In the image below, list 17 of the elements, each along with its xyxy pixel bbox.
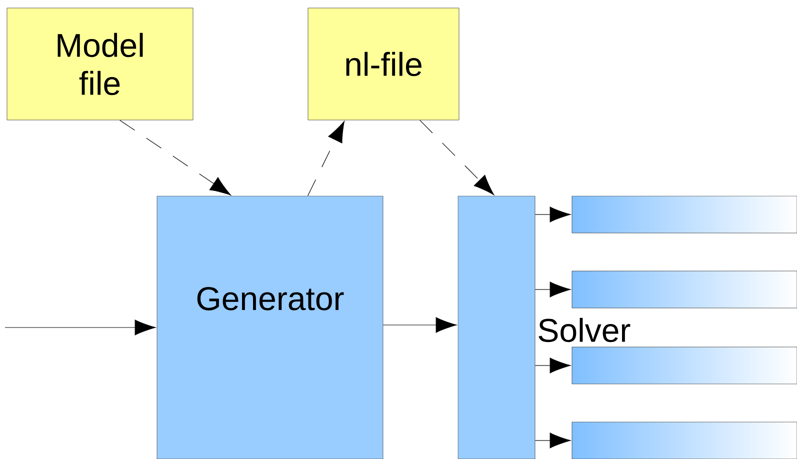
gradient-bar — [572, 422, 797, 459]
arrow — [534, 282, 571, 298]
arrow — [308, 121, 345, 196]
file-box: nl-file — [308, 8, 460, 120]
arrow — [420, 120, 494, 196]
box-label: Solver — [538, 318, 630, 342]
gradient-bar — [572, 196, 797, 234]
process-box: Generator — [156, 196, 384, 459]
arrow — [534, 206, 571, 222]
arrow — [382, 317, 457, 333]
file-box: Model file — [6, 8, 194, 120]
arrow — [534, 432, 571, 448]
arrow — [534, 358, 571, 374]
arrow — [120, 120, 232, 196]
arrow — [4, 320, 156, 336]
gradient-bar — [572, 346, 797, 384]
gradient-bar — [572, 270, 797, 308]
